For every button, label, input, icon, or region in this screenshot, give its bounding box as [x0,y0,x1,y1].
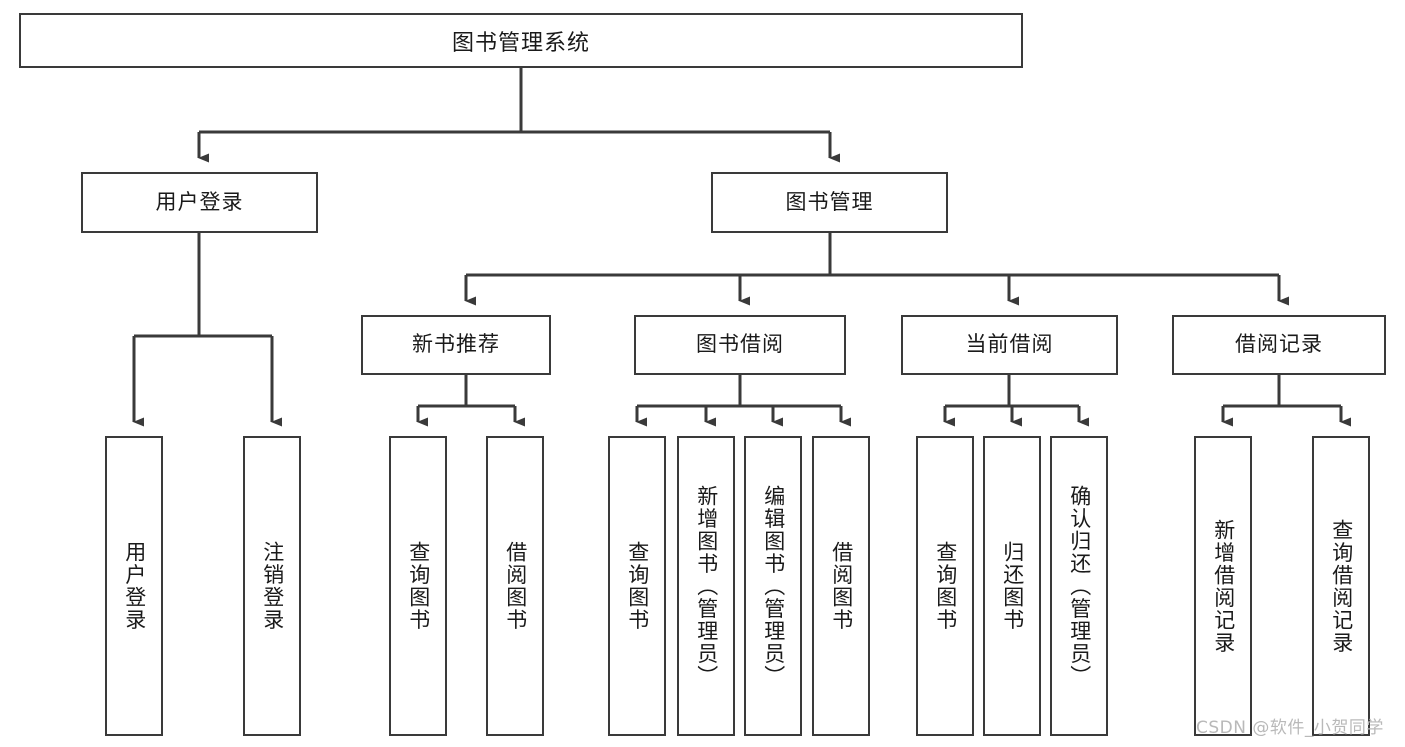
leaf-user-login-logout[interactable]: 注销登录 [243,436,301,736]
node-new-book-recommend-label: 新书推荐 [412,332,500,357]
leaf-record-query[interactable]: 查询借阅记录 [1312,436,1370,736]
node-borrow-record[interactable]: 借阅记录 [1172,315,1386,375]
leaf-user-login-login[interactable]: 用户登录 [105,436,163,736]
leaf-new-book-borrow[interactable]: 借阅图书 [486,436,544,736]
leaf-record-add-label: 新增借阅记录 [1211,518,1236,654]
node-borrow-record-label: 借阅记录 [1235,332,1323,357]
leaf-new-book-borrow-label: 借阅图书 [503,541,528,631]
leaf-borrow-edit-book-label: 编辑图书（管理员） [761,484,786,688]
leaf-current-query-book-label: 查询图书 [933,541,958,631]
node-new-book-recommend[interactable]: 新书推荐 [361,315,551,375]
leaf-current-confirm-return-label: 确认归还（管理员） [1067,484,1092,688]
leaf-borrow-add-book[interactable]: 新增图书（管理员） [677,436,735,736]
leaf-current-query-book[interactable]: 查询图书 [916,436,974,736]
leaf-user-login-logout-label: 注销登录 [260,541,285,631]
leaf-current-return-book[interactable]: 归还图书 [983,436,1041,736]
leaf-borrow-add-book-label: 新增图书（管理员） [694,484,719,688]
node-user-login-label: 用户登录 [155,189,244,214]
leaf-borrow-borrow-book-label: 借阅图书 [829,541,854,631]
node-current-borrow[interactable]: 当前借阅 [901,315,1118,375]
node-book-management-label: 图书管理 [785,189,874,214]
watermark-text: CSDN @软件_小贺同学 [1196,718,1384,738]
leaf-user-login-login-label: 用户登录 [122,541,147,631]
leaf-new-book-query[interactable]: 查询图书 [389,436,447,736]
leaf-borrow-borrow-book[interactable]: 借阅图书 [812,436,870,736]
leaf-record-query-label: 查询借阅记录 [1329,518,1354,654]
leaf-borrow-query-book-label: 查询图书 [625,541,650,631]
node-root-system[interactable]: 图书管理系统 [19,13,1023,68]
node-root-system-label: 图书管理系统 [451,30,590,56]
leaf-record-add[interactable]: 新增借阅记录 [1194,436,1252,736]
node-book-borrow-label: 图书借阅 [696,332,784,357]
leaf-borrow-query-book[interactable]: 查询图书 [608,436,666,736]
node-book-management[interactable]: 图书管理 [711,172,948,233]
leaf-borrow-edit-book[interactable]: 编辑图书（管理员） [744,436,802,736]
node-user-login[interactable]: 用户登录 [81,172,318,233]
node-current-borrow-label: 当前借阅 [965,332,1054,357]
node-book-borrow[interactable]: 图书借阅 [634,315,846,375]
leaf-new-book-query-label: 查询图书 [406,541,431,631]
leaf-current-return-book-label: 归还图书 [1000,541,1025,631]
leaf-current-confirm-return[interactable]: 确认归还（管理员） [1050,436,1108,736]
